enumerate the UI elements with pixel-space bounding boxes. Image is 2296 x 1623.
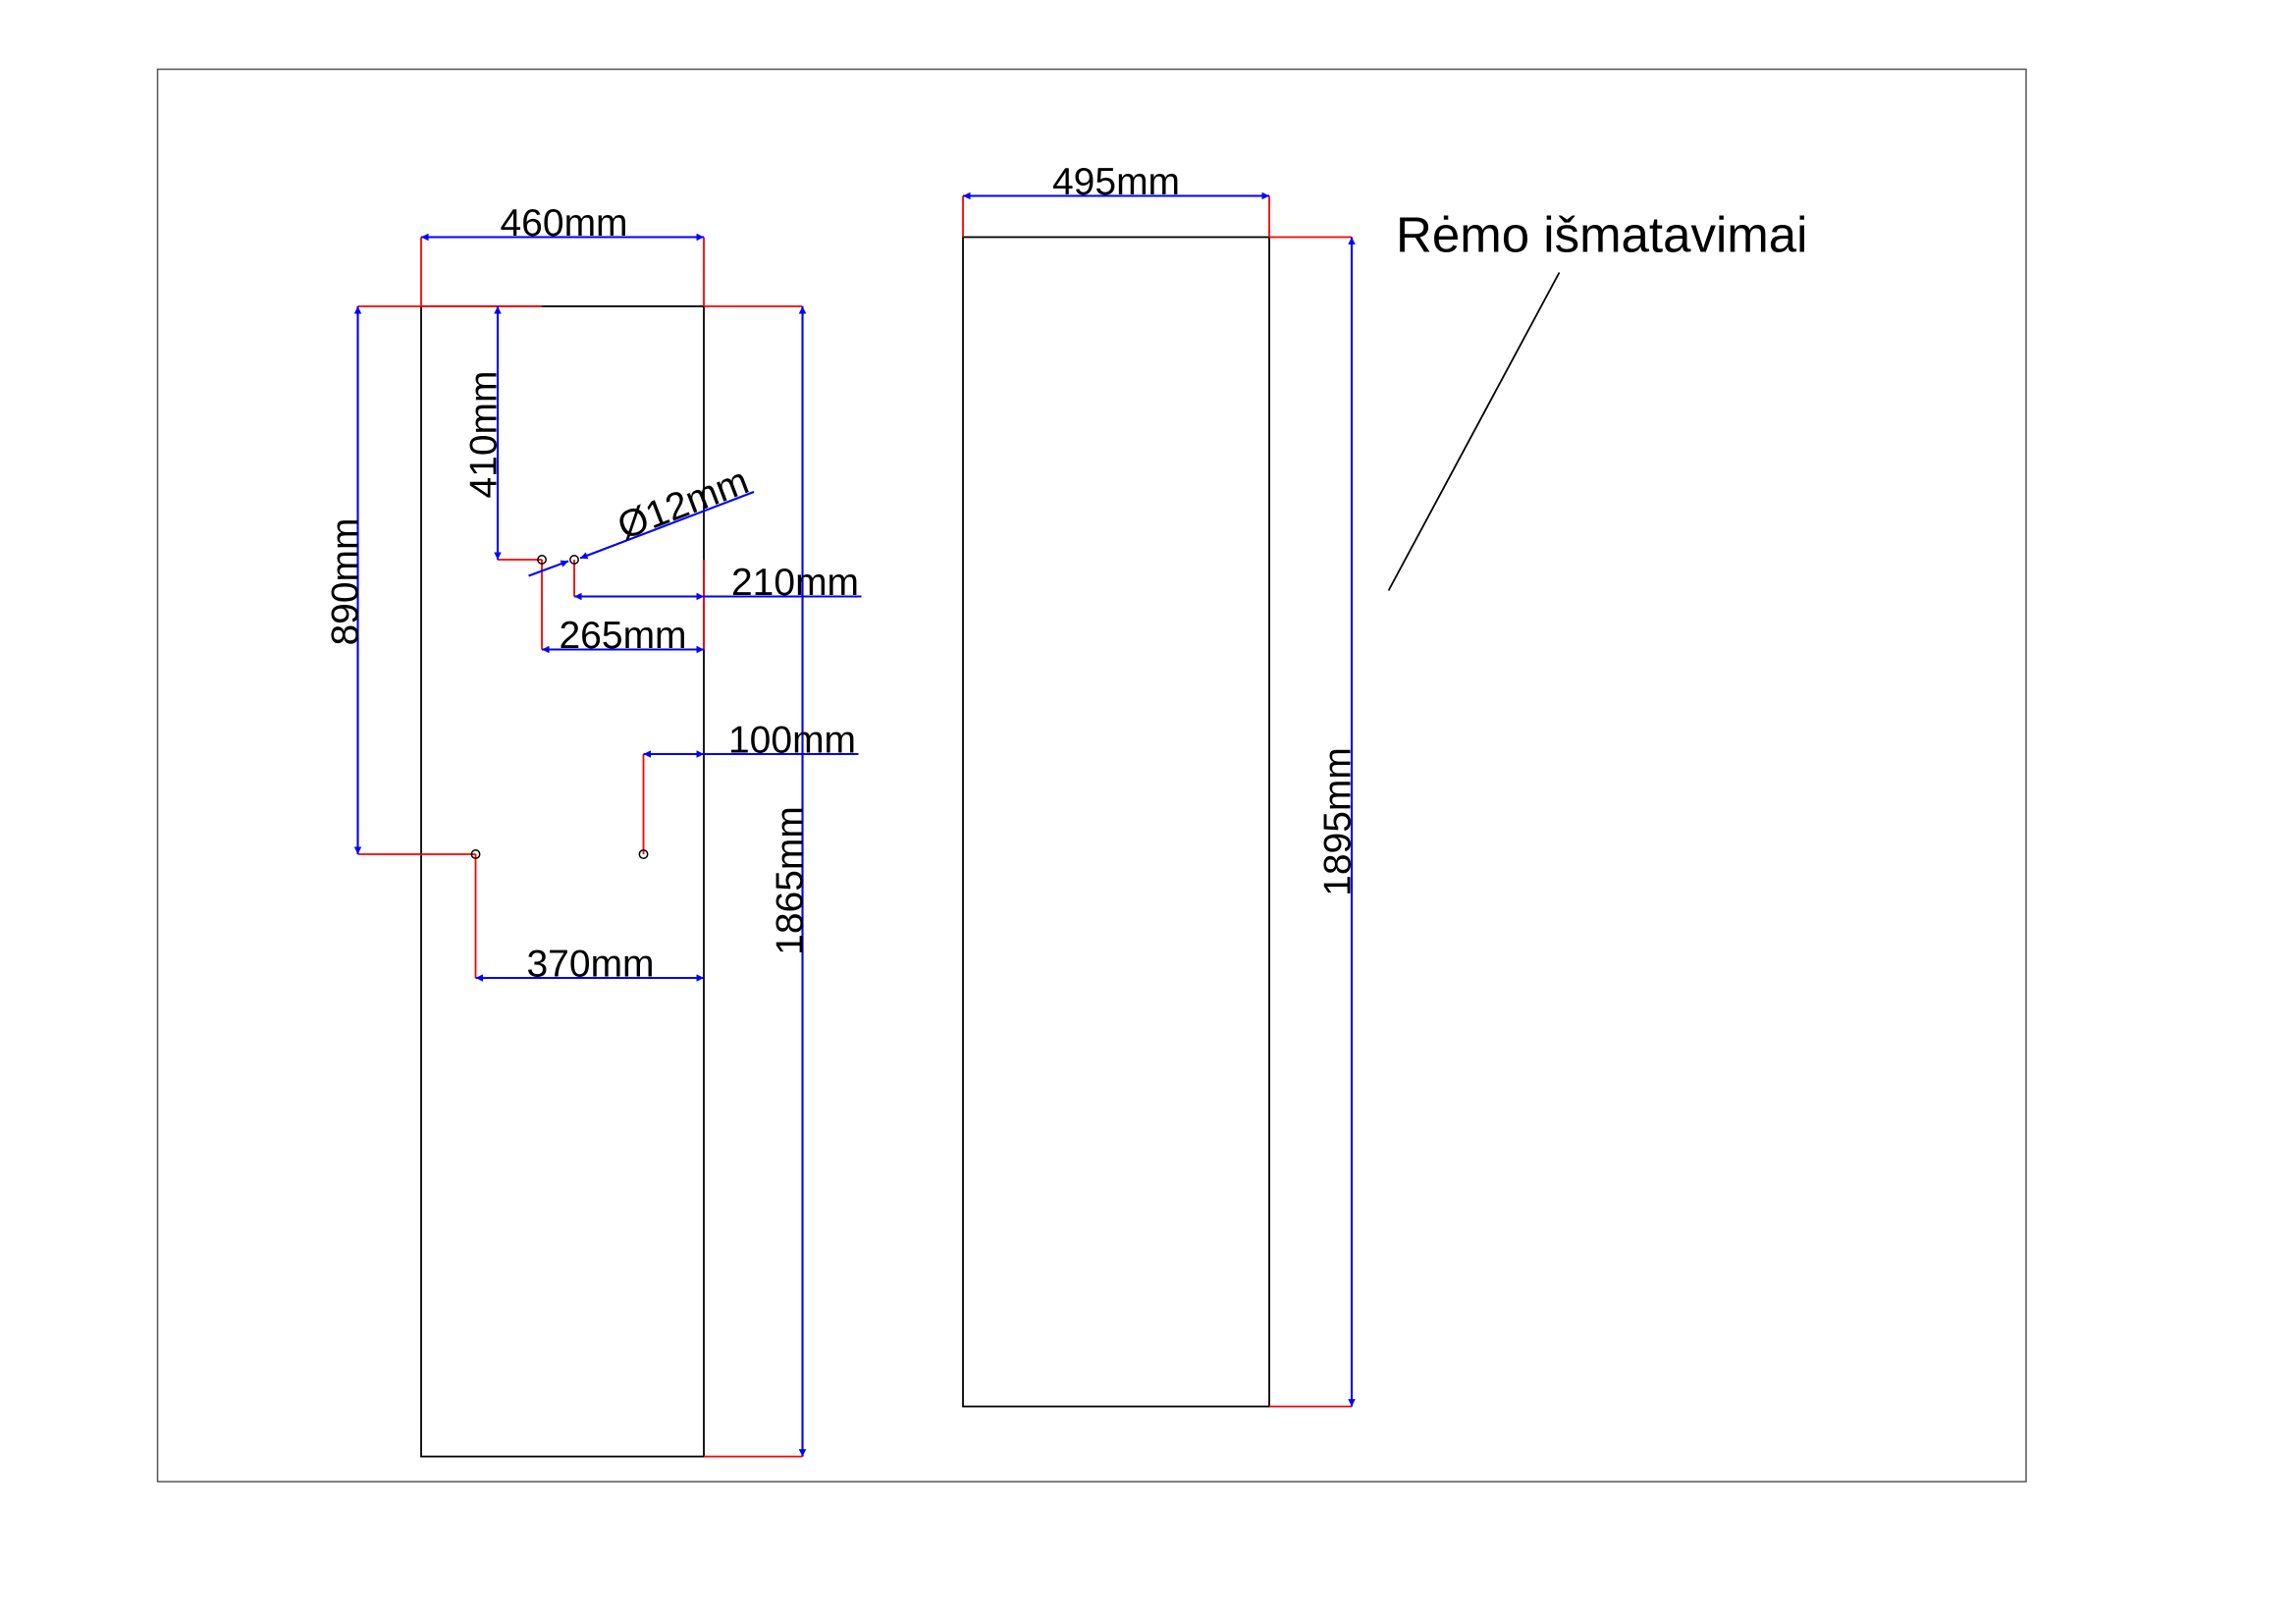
label-210: 210mm bbox=[731, 562, 859, 604]
dim-line-diameter-a bbox=[528, 560, 569, 577]
right-panel-outline bbox=[962, 236, 1270, 1408]
label-width-495: 495mm bbox=[1052, 161, 1180, 203]
hole-marker bbox=[537, 555, 547, 565]
label-100: 100mm bbox=[728, 720, 856, 762]
label-410: 410mm bbox=[463, 370, 506, 498]
label-diameter: Ø12mm bbox=[613, 460, 755, 548]
label-265: 265mm bbox=[560, 615, 687, 657]
label-890: 890mm bbox=[325, 517, 367, 645]
left-panel: 460mm 890mm 410mm Ø12mm 210mm 265mm 100m… bbox=[325, 202, 862, 1458]
extension-lines bbox=[357, 237, 803, 1458]
hole-marker bbox=[638, 849, 649, 859]
extension-lines bbox=[962, 195, 1353, 1408]
label-1895: 1895mm bbox=[1317, 747, 1360, 896]
label-1865: 1865mm bbox=[770, 806, 812, 955]
right-panel: 495mm 1895mm bbox=[962, 161, 1360, 1408]
label-width-460: 460mm bbox=[501, 202, 628, 244]
label-370: 370mm bbox=[527, 944, 655, 986]
title-leader-line bbox=[1387, 272, 1561, 591]
hole-marker bbox=[569, 555, 579, 565]
drawing-border bbox=[156, 68, 2027, 1483]
dim-line-diameter-b bbox=[579, 491, 755, 560]
left-panel-outline bbox=[420, 305, 705, 1458]
drawing-title: Rėmo išmatavimai bbox=[1396, 207, 1807, 263]
hole-marker bbox=[470, 849, 481, 859]
